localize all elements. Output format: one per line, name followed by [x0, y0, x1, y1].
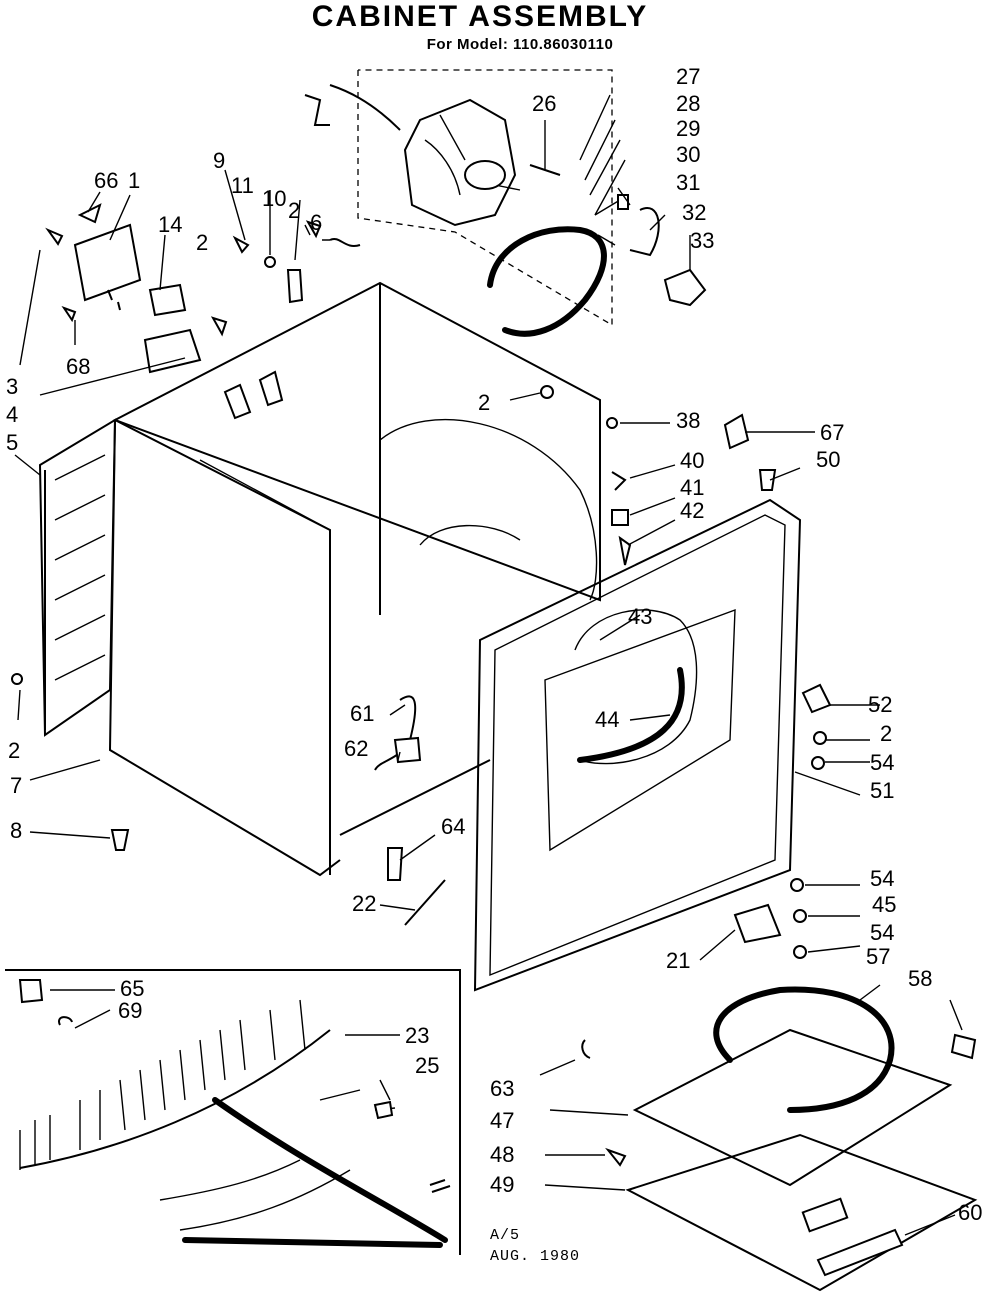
callout-1: 1: [128, 168, 141, 193]
callout-54-bottom: 54: [870, 920, 895, 945]
callout-10: 10: [262, 186, 287, 211]
callout-38: 38: [676, 408, 701, 433]
callout-3: 3: [6, 374, 19, 399]
callout-33: 33: [690, 228, 715, 253]
cabinet-body: [108, 281, 601, 877]
callout-22: 22: [352, 891, 377, 916]
leader-lines: [14, 94, 963, 1236]
callout-11: 11: [231, 173, 254, 198]
callout-21: 21: [666, 948, 691, 973]
callout-57: 57: [866, 944, 891, 969]
callout-61: 61: [350, 701, 375, 726]
drawing-date: AUG. 1980: [490, 1248, 581, 1265]
callout-25: 25: [415, 1053, 440, 1078]
front-panel: [473, 498, 832, 992]
callout-2-cabinet: 2: [478, 390, 491, 415]
callout-14: 14: [158, 212, 183, 237]
motor-assembly: [304, 69, 613, 327]
callout-2-left: 2: [196, 230, 209, 255]
callout-62: 62: [344, 736, 369, 761]
callout-7: 7: [10, 773, 23, 798]
callout-41: 41: [680, 475, 705, 500]
callout-69: 69: [118, 998, 143, 1023]
callout-27: 27: [676, 64, 701, 89]
callout-60: 60: [958, 1200, 983, 1225]
callout-26: 26: [532, 91, 557, 116]
callout-40: 40: [680, 448, 705, 473]
belt: [487, 199, 621, 337]
wiring-harness-inset: [5, 969, 461, 1255]
page-title: CABINET ASSEMBLY: [311, 0, 649, 33]
drawing-code: A/5: [490, 1227, 521, 1244]
callout-58: 58: [908, 966, 933, 991]
callout-66: 66: [94, 168, 119, 193]
model-subtitle: For Model: 110.86030110: [426, 36, 614, 53]
callout-28: 28: [676, 91, 701, 116]
callout-67: 67: [820, 420, 845, 445]
callout-9: 9: [213, 148, 226, 173]
callout-4: 4: [6, 402, 19, 427]
callout-52: 52: [868, 692, 893, 717]
callout-45: 45: [872, 892, 897, 917]
callout-50: 50: [816, 447, 841, 472]
callout-8: 8: [10, 818, 23, 843]
base-assembly: [581, 986, 978, 1292]
callout-64: 64: [441, 814, 466, 839]
callout-29: 29: [676, 116, 701, 141]
callout-54-top: 54: [870, 750, 895, 775]
callout-32: 32: [682, 200, 707, 225]
callout-2-front: 2: [880, 721, 893, 746]
callout-5: 5: [6, 430, 19, 455]
callout-49: 49: [490, 1172, 515, 1197]
callout-65: 65: [120, 976, 145, 1001]
callout-42: 42: [680, 498, 705, 523]
callout-2-rear: 2: [8, 738, 21, 763]
callout-68: 68: [66, 354, 91, 379]
callout-31: 31: [676, 170, 701, 195]
callout-23: 23: [405, 1023, 430, 1048]
callout-44: 44: [595, 707, 620, 732]
callout-51: 51: [870, 778, 895, 803]
rear-panel: [11, 418, 117, 737]
callout-43: 43: [628, 604, 653, 629]
callout-2-top: 2: [288, 198, 301, 223]
callout-30: 30: [676, 142, 701, 167]
callout-63: 63: [490, 1076, 515, 1101]
callout-48: 48: [490, 1142, 515, 1167]
callout-54-mid: 54: [870, 866, 895, 891]
callout-6: 6: [310, 210, 323, 235]
callout-47: 47: [490, 1108, 515, 1133]
side-parts: [110, 413, 777, 926]
